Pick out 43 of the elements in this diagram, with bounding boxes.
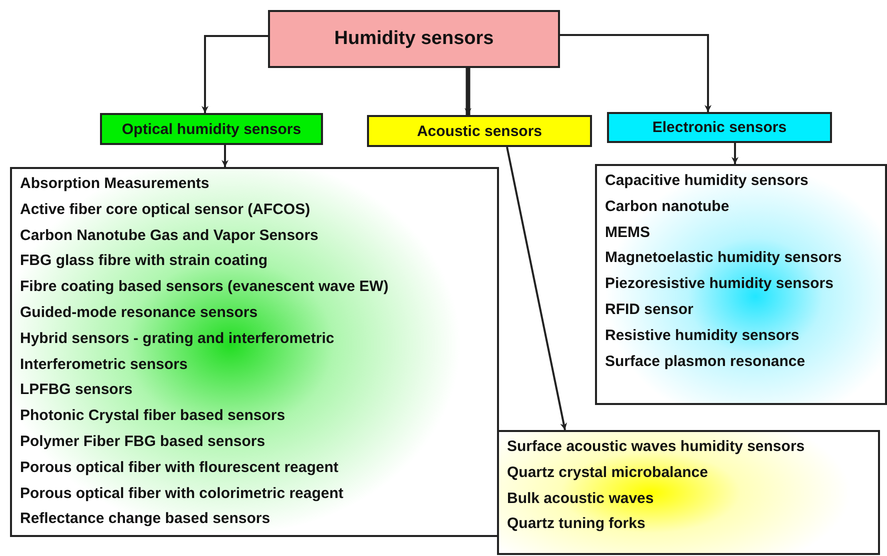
list-item: Photonic Crystal fiber based sensors	[20, 406, 286, 426]
list-item: Magnetoelastic humidity sensors	[605, 248, 843, 268]
arrow	[560, 34, 712, 112]
list-item: Surface plasmon resonance	[605, 352, 806, 372]
arrow	[202, 35, 268, 113]
list-item: Porous optical fiber with colorimetric reagent	[20, 484, 344, 504]
list-item: Polymer Fiber FBG based sensors	[20, 432, 266, 452]
list-item: Carbon Nanotube Gas and Vapor Sensors	[20, 226, 320, 246]
category-box	[607, 112, 832, 143]
list-item: Capacitive humidity sensors	[605, 171, 810, 191]
list-item: Reflectance change based sensors	[20, 509, 272, 530]
list-item: Quartz crystal microbalance	[507, 462, 709, 483]
category-label: Electronic sensors	[652, 119, 787, 136]
list-item: Bulk acoustic waves	[507, 488, 655, 509]
category-box	[268, 10, 560, 68]
list-item: Interferometric sensors	[20, 354, 189, 375]
list-item: Fibre coating based sensors (evanescent wave EW)	[20, 277, 390, 298]
list-item: Active fiber core optical sensor (AFCOS)	[20, 200, 312, 220]
list-item: Resistive humidity sensors	[605, 326, 800, 346]
arrow	[732, 143, 738, 164]
list-item: Hybrid sensors - grating and interferometric	[20, 328, 336, 349]
list-box	[595, 164, 887, 405]
category-label: Optical humidity sensors	[122, 120, 302, 138]
list-item: Absorption Measurements	[20, 174, 210, 194]
list-item: Porous optical fiber with flourescent reagent	[20, 458, 340, 478]
category-box	[367, 115, 592, 147]
list-item: Guided-mode resonance sensors	[20, 302, 259, 323]
list-item: FBG glass fibre with strain coating	[20, 251, 269, 272]
category-label: Acoustic sensors	[416, 122, 542, 140]
list-box	[497, 430, 880, 555]
list-item: Piezoresistive humidity sensors	[605, 274, 834, 294]
list-item: Surface acoustic waves humidity sensors	[507, 437, 806, 457]
list-item: LPFBG sensors	[20, 380, 134, 400]
list-item: RFID sensor	[605, 300, 694, 320]
list-item: Carbon nanotube	[605, 196, 730, 217]
list-box	[10, 167, 499, 537]
list-item: MEMS	[605, 222, 651, 243]
list-item: Quartz tuning forks	[507, 514, 646, 534]
category-box	[100, 113, 323, 145]
arrow	[464, 68, 472, 115]
arrow	[506, 146, 568, 430]
category-label: Humidity sensors	[334, 28, 494, 50]
arrow	[222, 145, 228, 167]
